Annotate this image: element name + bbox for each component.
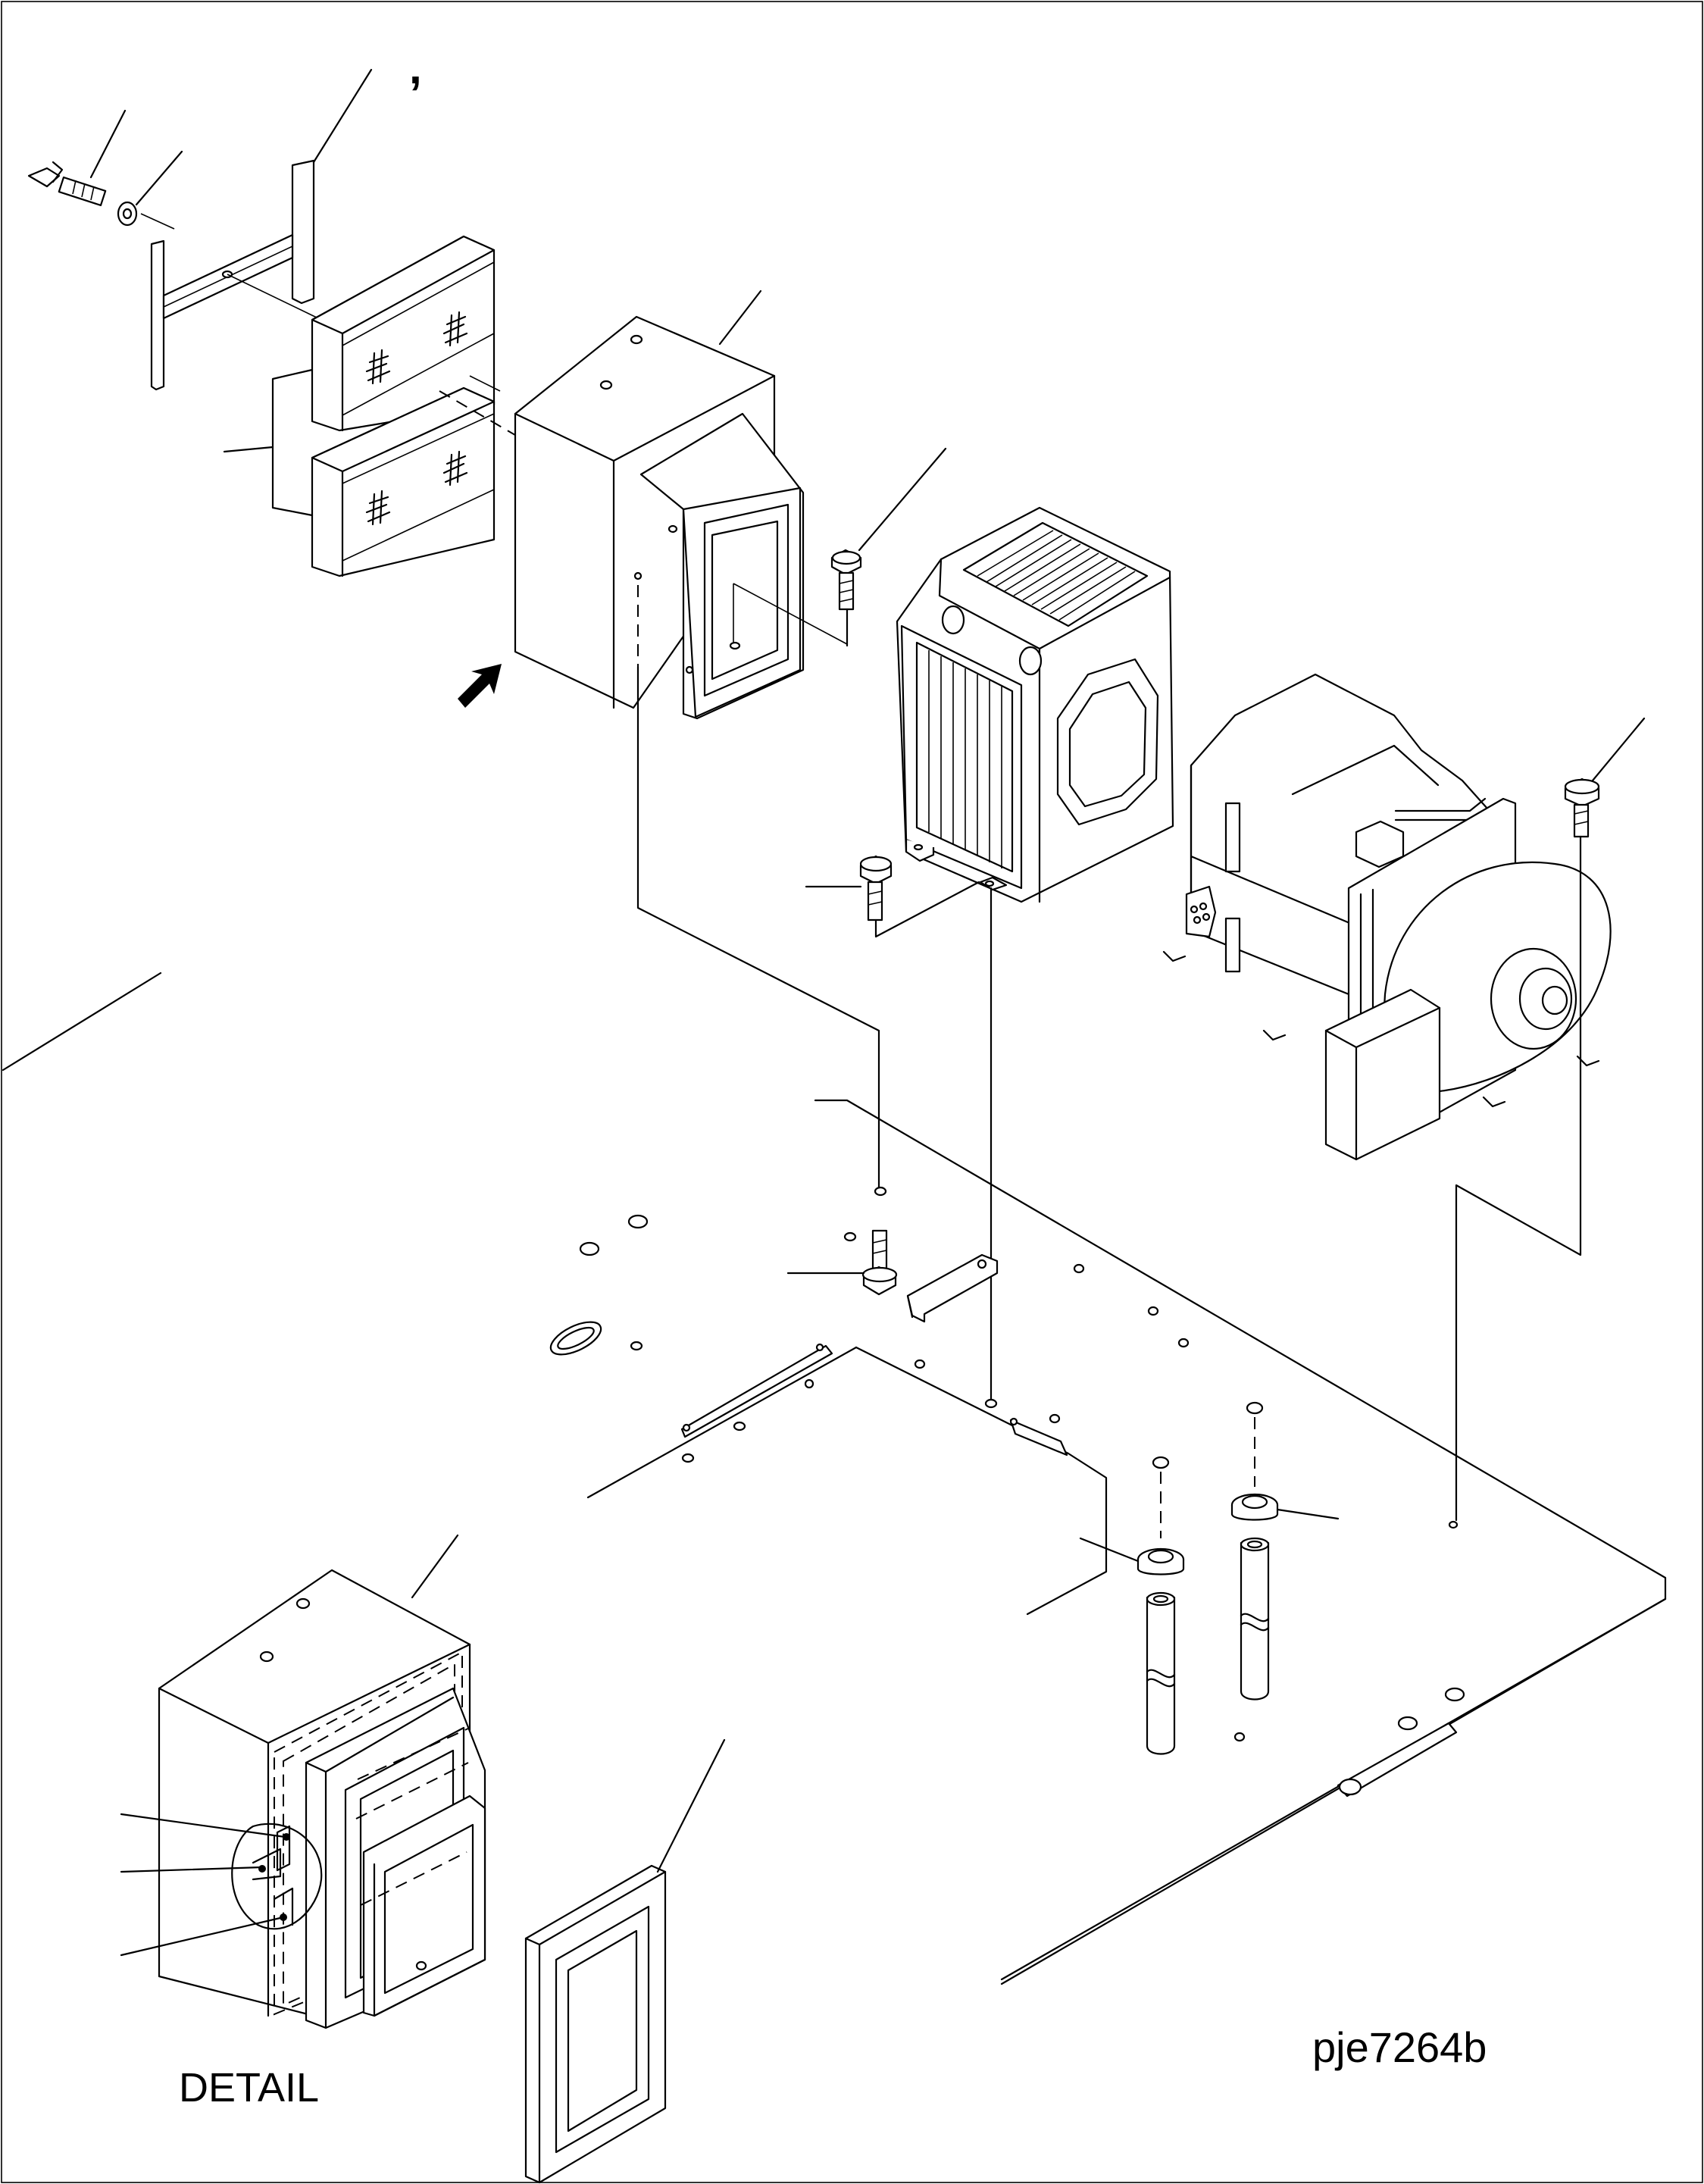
leader-filter-case xyxy=(718,289,762,346)
leader-case-mount xyxy=(636,665,880,1193)
leader-flange-bolt xyxy=(858,447,947,552)
heater-core-unit-icon xyxy=(896,506,1174,903)
tick-mark: , xyxy=(409,42,422,93)
mounting-bracket-icon xyxy=(150,159,315,391)
leader-bracket-filters xyxy=(271,368,314,517)
flange-bolt-2-icon xyxy=(859,855,893,921)
leader-filter-elements xyxy=(223,446,274,453)
leader-grommet-left xyxy=(1079,1537,1140,1563)
leader-detail-case xyxy=(411,1534,459,1599)
hole-marker xyxy=(874,1186,887,1197)
bolt-axis-4 xyxy=(874,881,980,938)
blower-unit-icon xyxy=(1162,673,1612,1161)
axis-blower-mount xyxy=(1455,835,1582,1522)
flange-bolt-icon xyxy=(830,549,862,611)
detail-label: DETAIL xyxy=(179,2065,320,2110)
filter-element-lower-icon xyxy=(311,386,496,577)
view-arrow-icon xyxy=(458,664,502,708)
detail-filter-case-icon xyxy=(158,1569,486,2029)
leader-grommet-right xyxy=(1276,1508,1340,1520)
leader-detail-1 xyxy=(120,1813,286,1838)
washer-icon xyxy=(117,201,138,227)
leader-flange-bolt-3 xyxy=(1591,717,1646,782)
figure-code: pje7264b xyxy=(1312,2023,1487,2071)
leader-left-edge xyxy=(2,972,162,1072)
floor-plate-icon xyxy=(549,1099,1667,1985)
leader-detail-2 xyxy=(120,1866,264,1873)
drain-hose-right-icon xyxy=(1240,1537,1270,1701)
leader-washer xyxy=(135,150,183,206)
flange-bolt-4-icon xyxy=(861,1229,898,1296)
bolt-axis xyxy=(140,213,175,230)
leader-bracket xyxy=(312,68,373,164)
flange-bolt-3-icon xyxy=(1564,778,1600,838)
filter-element-upper-icon xyxy=(311,235,496,432)
filter-case-icon xyxy=(514,315,848,720)
leader-filter-frame xyxy=(656,1738,726,1873)
grommet-right-icon xyxy=(1230,1401,1279,1521)
wing-bolt-icon xyxy=(27,161,107,207)
bolt-axis-2 xyxy=(227,274,319,319)
drain-hose-left-icon xyxy=(1146,1591,1176,1755)
grommet-left-icon xyxy=(1137,1456,1185,1575)
leader-wing-bolt xyxy=(89,109,127,179)
leader-detail-3 xyxy=(120,1916,285,1957)
filter-frame-icon xyxy=(524,1864,667,2184)
